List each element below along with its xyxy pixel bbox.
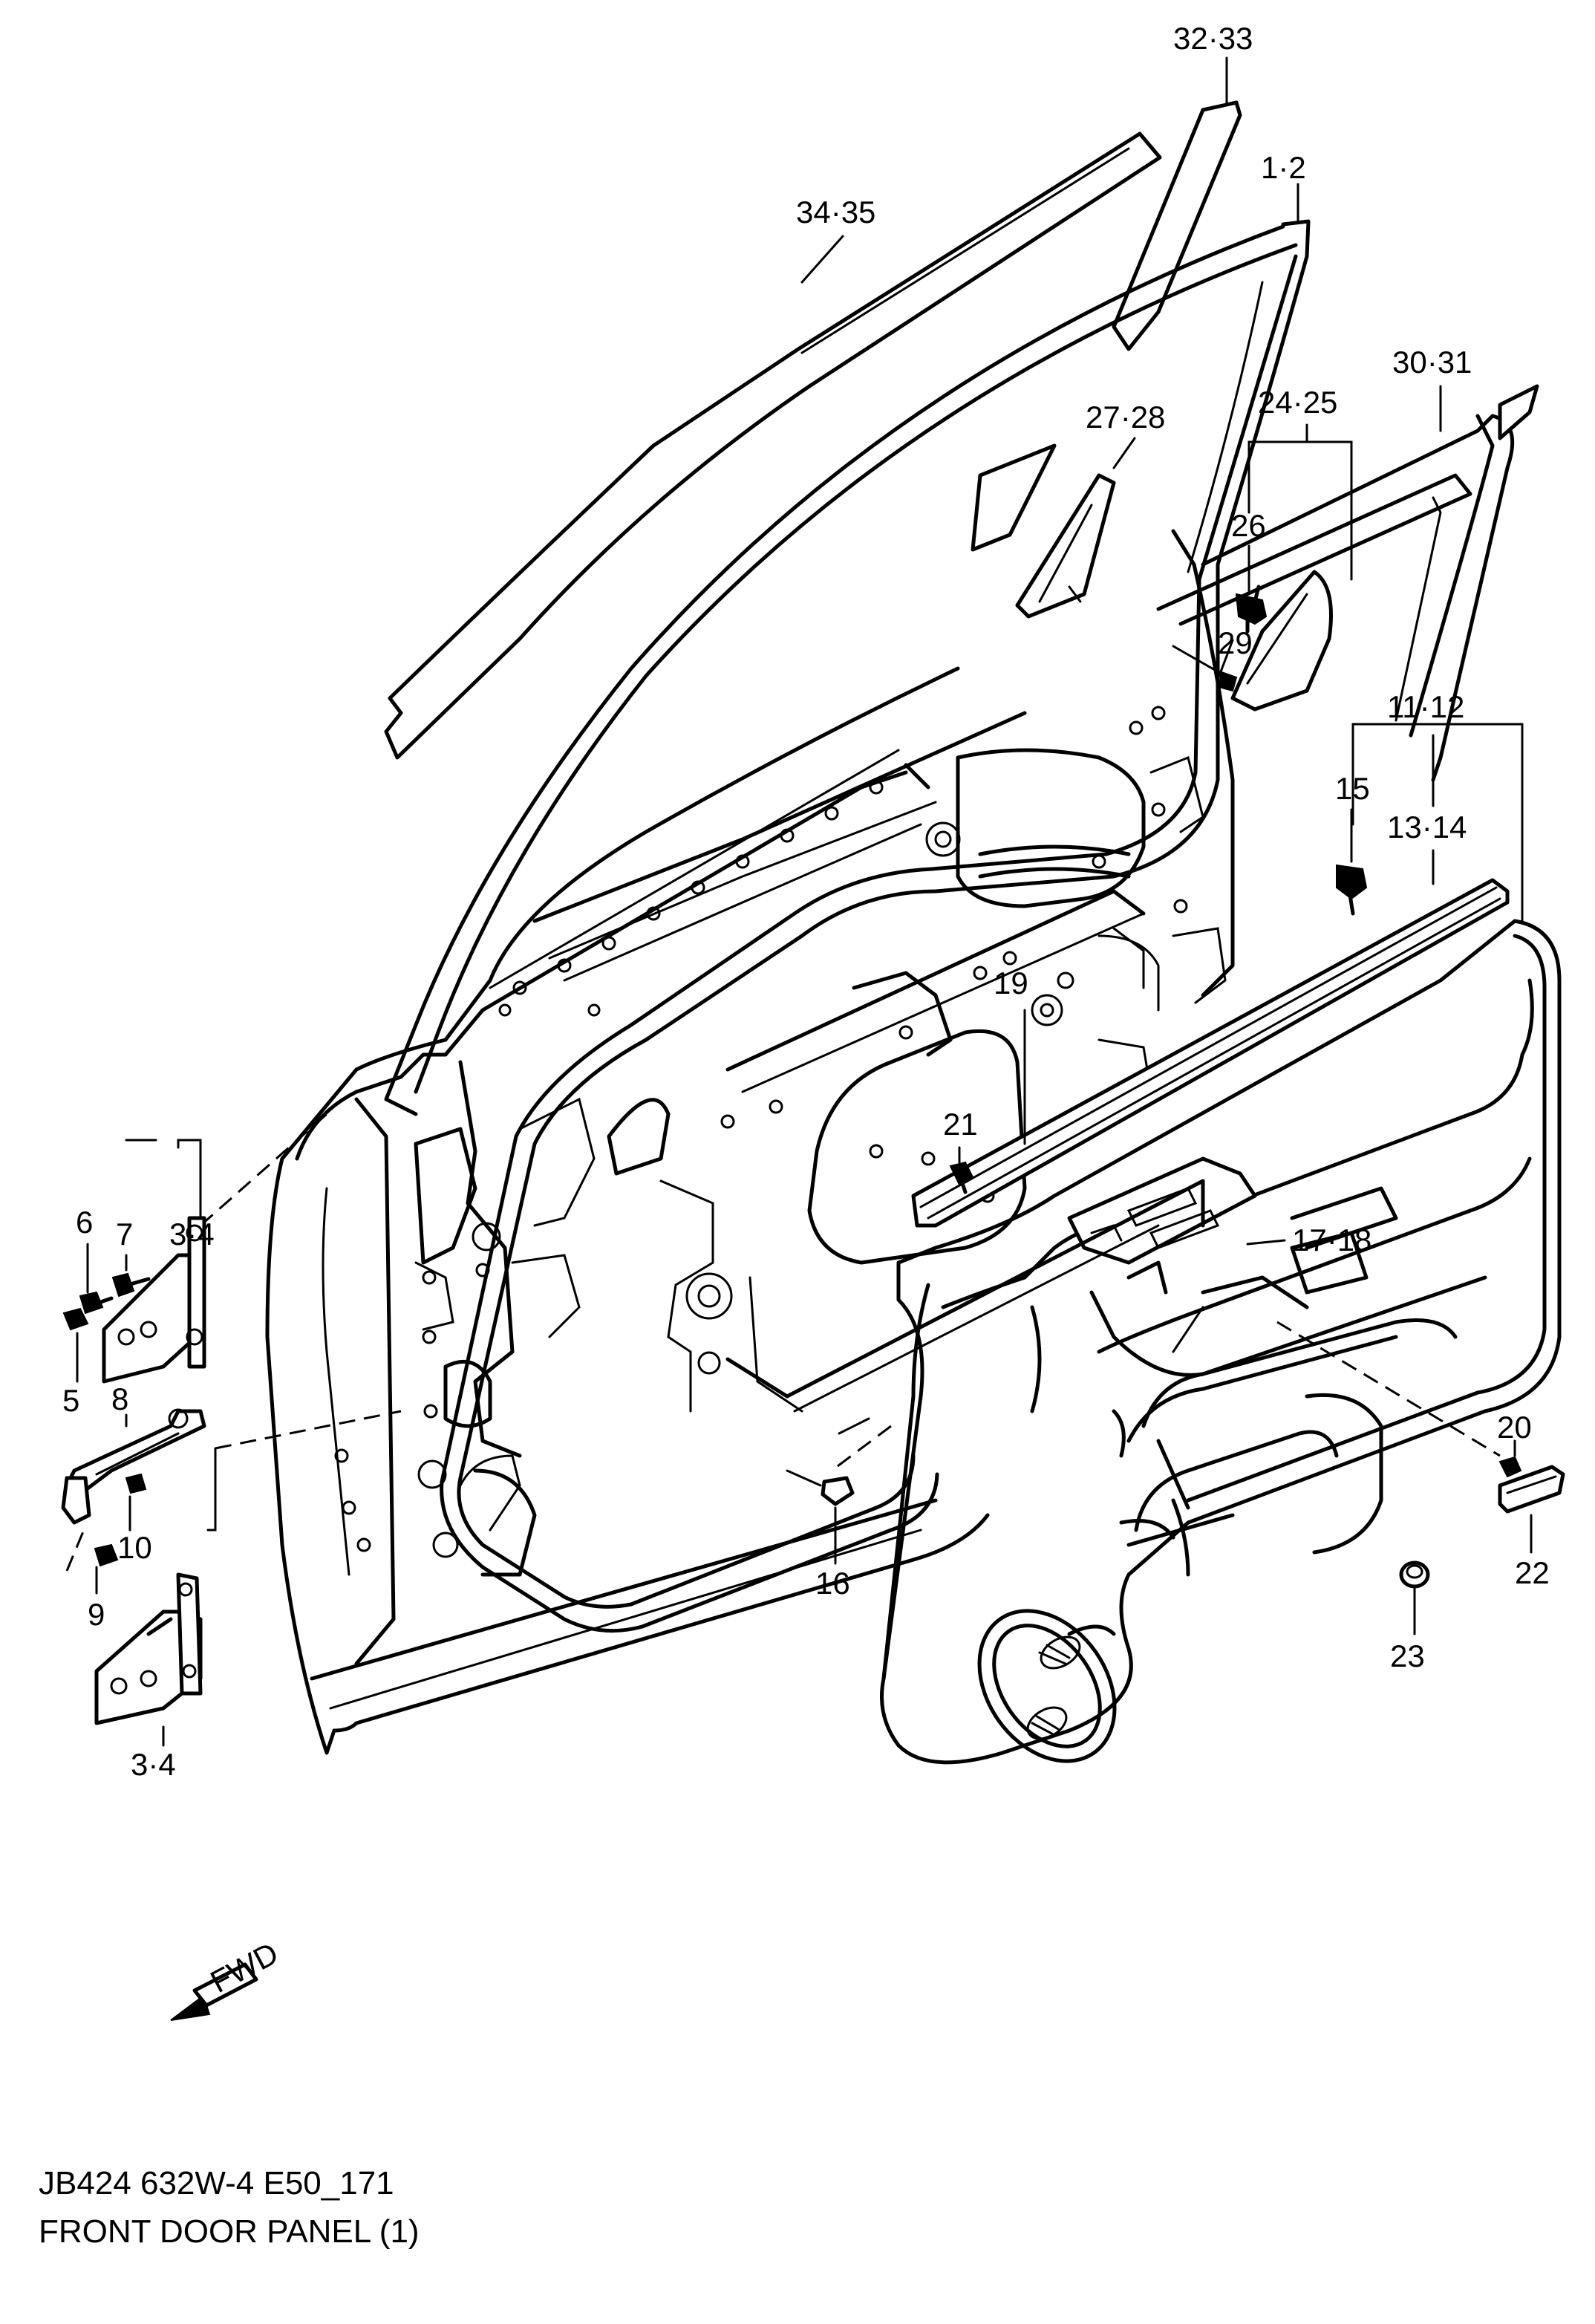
part-30-31-frame-strip <box>1156 384 1539 782</box>
callout-5: 5 <box>62 1383 79 1418</box>
callout-9: 9 <box>88 1597 105 1632</box>
part-13-14-belt-moulding <box>911 878 1510 1228</box>
hinge-group <box>61 1113 402 1725</box>
callout-32-33: 32·33 <box>1173 21 1253 56</box>
callout-30-31: 30·31 <box>1392 345 1472 380</box>
callout-1-2: 1·2 <box>1261 150 1306 185</box>
leader-lines <box>76 56 1533 1747</box>
part-29-screw <box>1172 645 1238 692</box>
callout-13-14: 13·14 <box>1387 810 1467 844</box>
callout-22: 22 <box>1515 1555 1550 1590</box>
callout-11-12: 11·12 <box>1387 689 1464 724</box>
callout-26: 26 <box>1231 508 1266 543</box>
callout-7: 7 <box>116 1217 133 1251</box>
callout-21: 21 <box>943 1107 978 1142</box>
part-32-33-strip <box>1112 100 1242 351</box>
callout-15: 15 <box>1335 771 1370 806</box>
part-16-clip <box>786 1425 892 1506</box>
door-inner-shell <box>265 529 1235 1755</box>
window-channel-run <box>443 749 930 1057</box>
callout-20: 20 <box>1497 1410 1532 1445</box>
callout-17-18: 17·18 <box>1292 1223 1371 1257</box>
part-1-2-door-frame <box>384 219 1311 1633</box>
callout-19: 19 <box>994 966 1028 1000</box>
part-21-fastener <box>949 1161 974 1194</box>
part-17-18-switch-bezel <box>1067 1156 1257 1265</box>
diagram-title: FRONT DOOR PANEL (1) <box>39 2213 420 2250</box>
part-24-25-corner-piece <box>1230 570 1333 712</box>
callout-29: 29 <box>1218 625 1253 660</box>
part-26-clip <box>1235 585 1268 634</box>
part-34-35-moulding <box>384 131 1162 760</box>
part-15-clip <box>1336 864 1368 916</box>
parts-20-22-23 <box>1276 1321 1565 1589</box>
callout-27-28: 27·28 <box>1086 400 1165 434</box>
callout-6: 6 <box>76 1205 93 1240</box>
callout-10: 10 <box>117 1530 152 1565</box>
callout-3-4-top: 3·4 <box>169 1217 215 1251</box>
part-27-28-garnish <box>971 443 1116 619</box>
fwd-arrow: FWD <box>170 1936 284 2021</box>
callout-labels: 32·33 1·2 34·35 30·31 24·25 27·28 26 29 … <box>62 21 1550 1782</box>
diagram-code: JB424 632W-4 E50_171 <box>39 2165 394 2201</box>
callout-24-25: 24·25 <box>1258 385 1337 420</box>
callout-8: 8 <box>111 1381 128 1416</box>
part-19-lower-panel <box>725 1179 1205 1435</box>
callout-16: 16 <box>815 1566 850 1601</box>
fwd-badge-text: FWD <box>205 1936 284 1999</box>
callout-3-4-bottom: 3·4 <box>131 1747 176 1782</box>
callout-34-35: 34·35 <box>796 195 875 230</box>
callout-23: 23 <box>1390 1638 1425 1673</box>
part-11-12-door-trim <box>880 919 1562 1765</box>
